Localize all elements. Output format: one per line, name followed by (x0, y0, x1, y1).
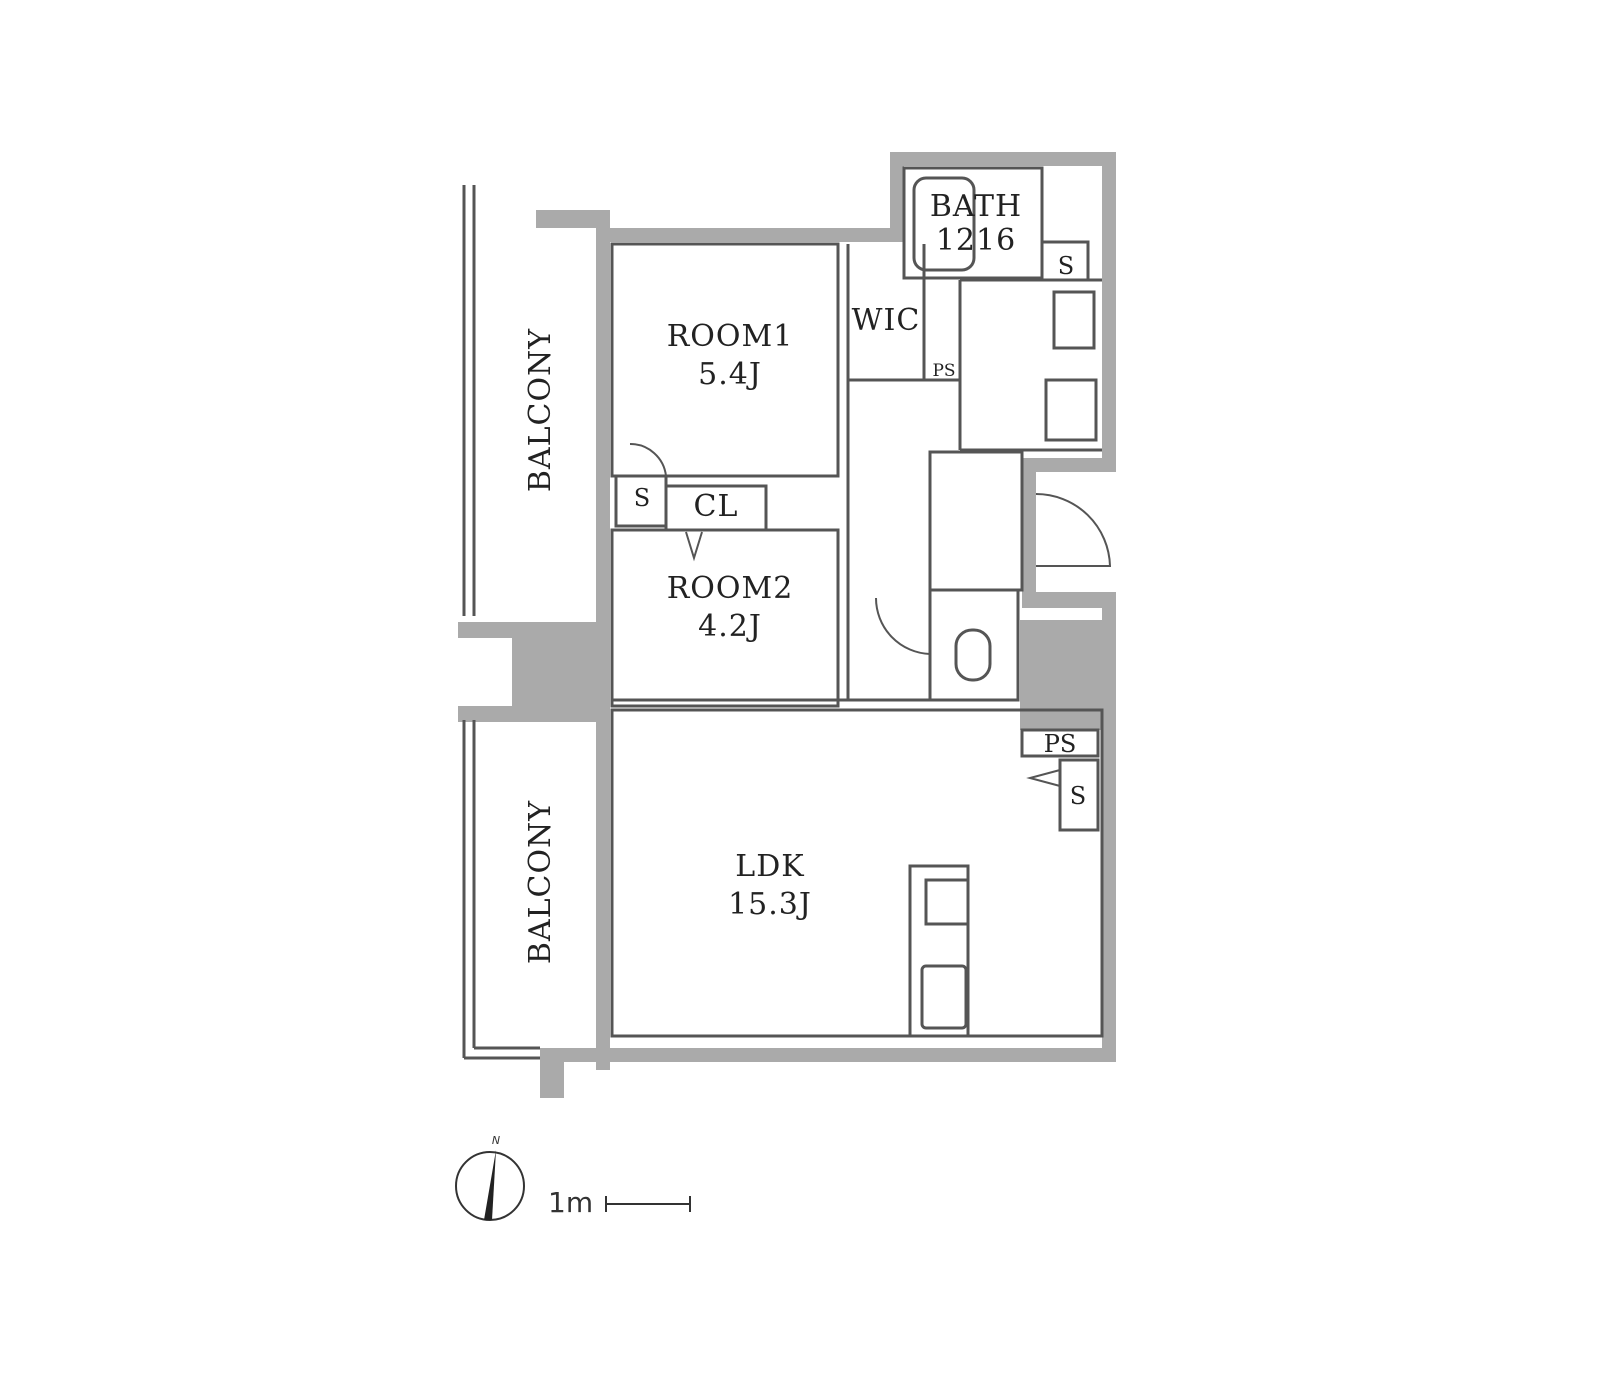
storage-label-ldk: S (1070, 782, 1086, 810)
balcony-top-label: BALCONY (523, 328, 558, 492)
wic-label: WIC (852, 303, 921, 338)
compass: N (455, 1134, 525, 1221)
room2-name: ROOM2 (667, 571, 794, 606)
ldk-name: LDK (735, 849, 804, 884)
storage-label-bath: S (1058, 252, 1074, 280)
fixture-labels: S S S PS PS (634, 252, 1086, 810)
scale-bar: 1m (548, 1186, 691, 1219)
room1-size: 5.4J (698, 357, 762, 392)
room-labels: ROOM1 5.4J ROOM2 4.2J LDK 15.3J BATH 121… (523, 189, 1022, 964)
ps-label-wic: PS (932, 361, 955, 381)
ldk-size: 15.3J (728, 887, 812, 922)
walls (458, 152, 1116, 1098)
storage-label-closet: S (634, 484, 650, 512)
scale-label: 1m (548, 1186, 593, 1219)
balcony-bottom-label: BALCONY (523, 800, 558, 964)
doors (629, 442, 1112, 787)
ps-label-ldk: PS (1044, 730, 1077, 758)
bath-name: BATH (930, 189, 1022, 224)
room1-name: ROOM1 (667, 319, 794, 354)
bath-size: 1216 (936, 223, 1016, 258)
closet-label: CL (694, 489, 739, 524)
north-label: N (492, 1134, 500, 1147)
interior-walls (462, 166, 1104, 1060)
room2-size: 4.2J (698, 609, 762, 644)
